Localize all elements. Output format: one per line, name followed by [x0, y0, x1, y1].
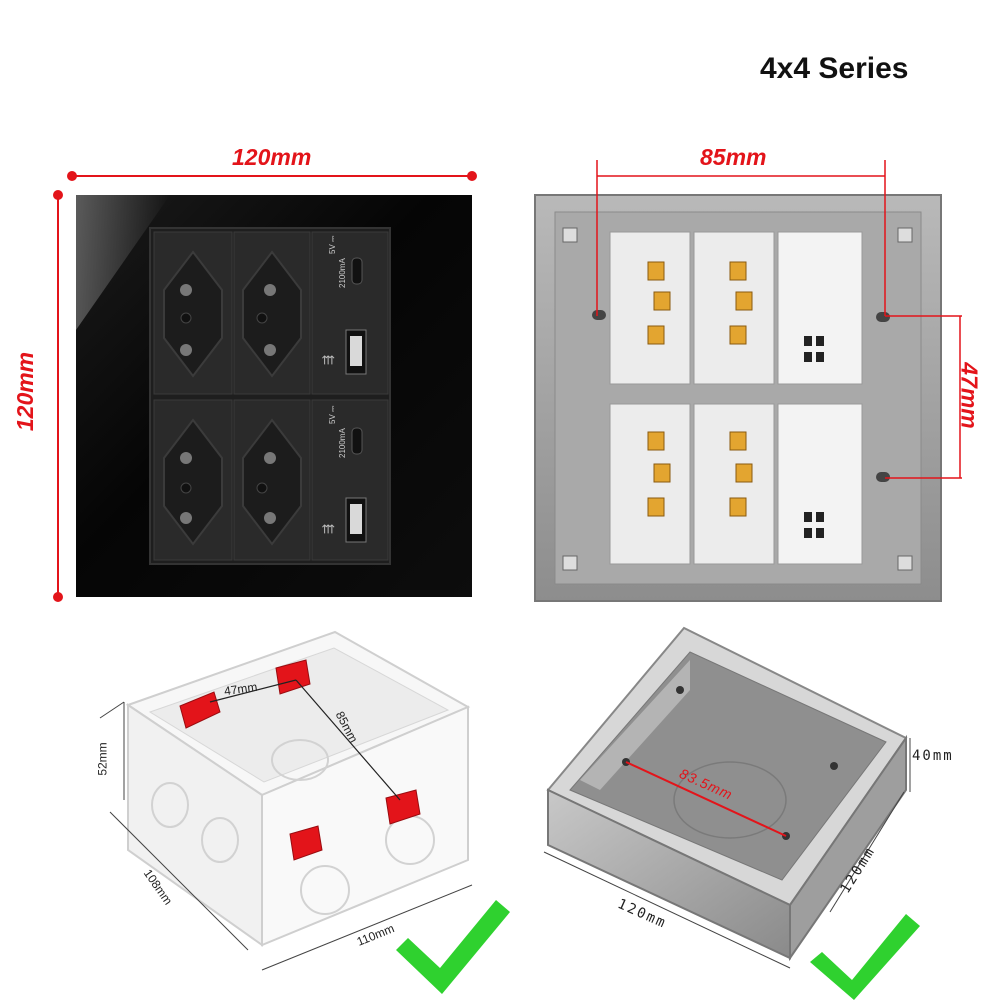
- back-dimension-lines: [596, 160, 962, 479]
- front-height-label: 120mm: [12, 351, 39, 432]
- back-width-label: 85mm: [700, 144, 767, 170]
- usb-spec-label: 5V ⎓: [328, 405, 337, 424]
- usb-c-port: [351, 257, 363, 285]
- usb-module-2: ⇶: [311, 399, 389, 561]
- usb-spec-label: 2100mA: [338, 428, 347, 458]
- socket-module-4: [233, 399, 311, 561]
- mounting-holes: [562, 227, 913, 571]
- plastic-box-depth-label: 52mm: [95, 742, 110, 776]
- usb-module-1: ⇶: [311, 231, 389, 395]
- back-height-label: 47mm: [956, 362, 983, 429]
- glass-reflection: [76, 195, 170, 330]
- usb-spec-label: 2100mA: [338, 258, 347, 288]
- socket-module-1: [153, 231, 233, 395]
- metal-box-graphic: [543, 626, 911, 969]
- usb-terminals: [804, 336, 824, 538]
- page-title: 4x4 Series: [760, 52, 909, 85]
- usb-c-port: [351, 427, 363, 455]
- plastic-box-graphic: [99, 630, 473, 971]
- svg-text:⇶: ⇶: [321, 355, 335, 365]
- check-icon: [810, 914, 920, 1000]
- socket-module-2: [233, 231, 311, 395]
- back-socket-module: [609, 231, 775, 565]
- front-width-label: 120mm: [232, 144, 312, 170]
- usb-spec-label: 5V ⎓: [328, 235, 337, 254]
- svg-text:⇶: ⇶: [321, 524, 335, 534]
- front-dimension-lines: [53, 171, 477, 602]
- metal-box-depth-label: 40mm: [912, 748, 954, 764]
- check-icon: [396, 900, 510, 994]
- back-usb-module: [777, 231, 863, 565]
- terminal-screws: [647, 261, 753, 517]
- socket-module-3: [153, 399, 233, 561]
